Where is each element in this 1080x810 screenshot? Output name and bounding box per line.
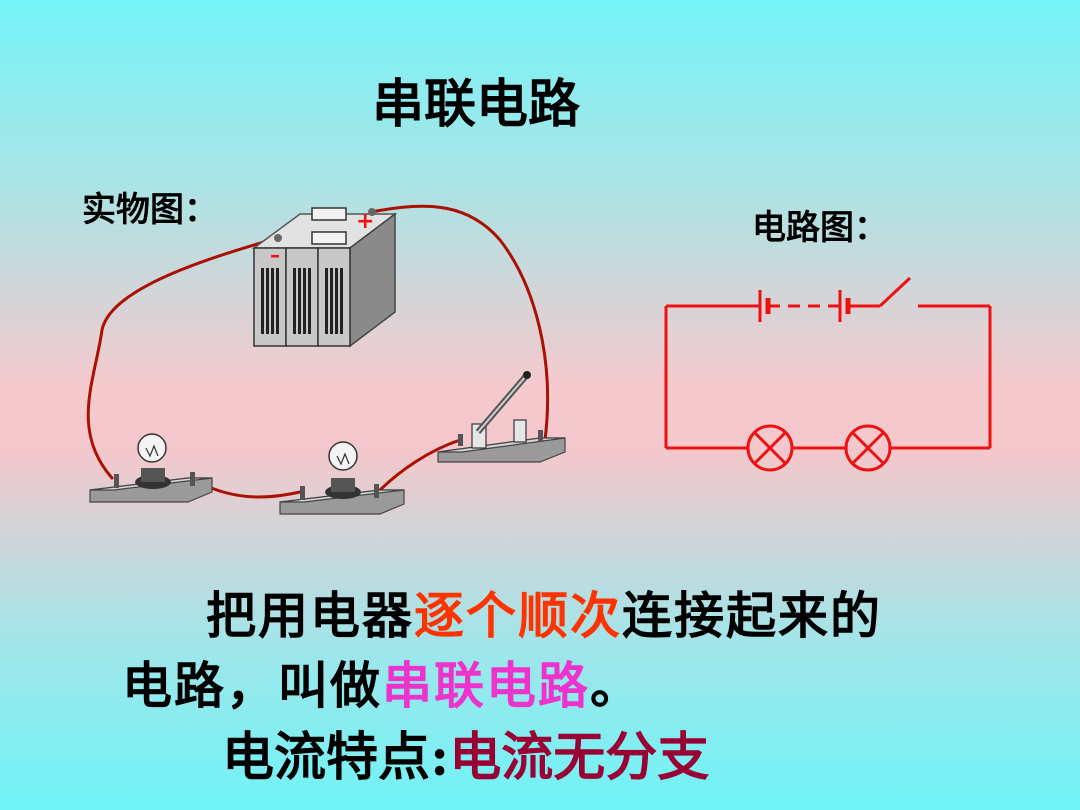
current-feature-label: 电流特点:	[222, 727, 450, 788]
real-diagram-label: 实物图：	[82, 190, 218, 230]
light-bulb-icon	[325, 441, 361, 499]
real-circuit: – +	[86, 204, 566, 515]
knife-switch-icon	[437, 371, 566, 463]
cell-symbol-icon	[838, 290, 851, 322]
battery-negative-label: –	[270, 243, 280, 267]
lamp-symbol-icon	[746, 424, 794, 472]
highlight-series-circuit: 串联电路	[382, 656, 590, 715]
wire-battery-to-lamp1	[86, 236, 280, 480]
cell-symbol-icon	[758, 290, 771, 322]
description-line-1: 把用电器逐个顺次连接起来的	[206, 576, 882, 648]
lamp-symbol-icon	[844, 424, 892, 472]
lamp-2	[279, 441, 405, 515]
page-title: 串联电路	[372, 74, 581, 135]
text-after: 连接起来的	[622, 586, 882, 645]
battery-pack-icon: – +	[251, 207, 398, 348]
description-line-2: 电路，叫做串联电路。	[122, 646, 642, 718]
current-feature-line: 电流特点:电流无分支	[222, 715, 709, 790]
switch-symbol-icon	[878, 276, 912, 308]
circuit-diagram-label: 电路图：	[752, 208, 888, 248]
battery-positive-label: +	[356, 209, 374, 234]
text-before: 电路，叫做	[122, 656, 382, 715]
highlight-current-no-branch: 电流无分支	[449, 727, 710, 788]
circuit-schematic	[664, 276, 992, 472]
wire-battery-to-switch	[370, 204, 550, 442]
wire-lamp2-to-switch	[376, 438, 462, 494]
text-before: 把用电器	[206, 586, 414, 645]
light-bulb-icon	[135, 433, 171, 489]
highlight-sequential: 逐个顺次	[414, 586, 622, 645]
text-after: 。	[590, 656, 642, 715]
lamp-1	[89, 433, 213, 503]
